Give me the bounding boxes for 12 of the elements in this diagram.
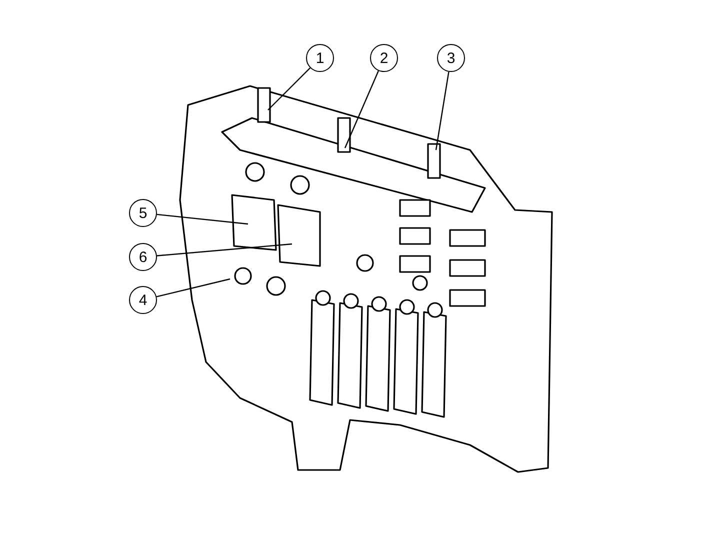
callout-number: 4: [129, 286, 157, 314]
callout-number: 6: [129, 243, 157, 271]
leader-line: [156, 243, 292, 256]
callout-number: 1: [306, 44, 334, 72]
callout-number: 3: [437, 44, 465, 72]
callout-number: 5: [129, 199, 157, 227]
leader-line: [435, 72, 450, 150]
callout-number: 2: [370, 44, 398, 72]
leader-line: [156, 214, 248, 225]
leader-line: [268, 67, 311, 110]
leader-line: [156, 278, 230, 298]
leader-line: [344, 70, 379, 148]
